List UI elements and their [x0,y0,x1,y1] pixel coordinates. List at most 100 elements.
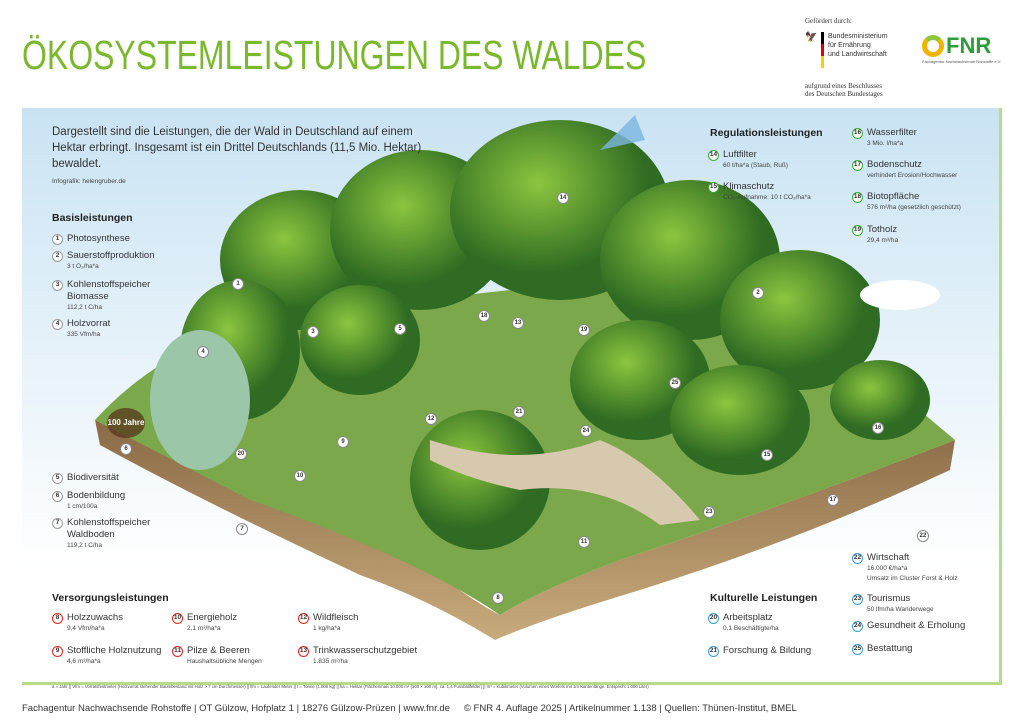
footer-address: Fachagentur Nachwachsende Rohstoffe | OT… [22,703,450,714]
bmel-logo: 🦅 Bundesministerium für Ernährung und La… [805,32,888,68]
item-value: 16.000 €/ha*a [867,565,908,572]
number-badge: 23 [852,594,863,605]
item-label: Energieholz [187,612,238,623]
item-label: Holzzuwachs [67,612,123,623]
number-badge: 11 [172,646,183,657]
number-badge: 12 [298,613,309,624]
item-label: Kohlenstoffspeicher Biomasse [67,279,151,302]
illustration-marker: 19 [578,324,590,336]
item-value: 3 Mio. l/ha*a [867,140,904,147]
illustration-marker: 2 [752,287,764,299]
item-value: 4,6 m³/ha*a [67,658,101,665]
credit: Infografik: helengruber.de [52,178,126,185]
page-title: ÖKOSYSTEMLEISTUNGEN DES WALDES [22,32,647,78]
number-badge: 10 [172,613,183,624]
footer: Fachagentur Nachwachsende Rohstoffe | OT… [22,703,797,714]
illustration-marker: 17 [827,494,839,506]
item-label: Bodenschutz [867,159,922,170]
item-value: 9,4 Vfm/ha*a [67,625,105,632]
item-value: Haushaltsübliche Mengen [187,658,262,665]
item-label: Arbeitsplatz [723,612,773,623]
item-value: 50 lfm/ha Wanderwege [867,606,934,613]
item-label: Wirtschaft [867,552,910,563]
number-badge: 22 [852,553,863,564]
illustration-marker: 4 [197,346,209,358]
illustration-marker: 18 [478,310,490,322]
number-badge: 8 [52,613,63,624]
fnr-subtitle: Fachagentur Nachwachsende Rohstoffe e.V. [922,59,1002,64]
fnr-wordmark: FNR [946,33,992,58]
illustration-marker: 3 [307,326,319,338]
path [430,440,700,525]
item-label: Tourismus [867,593,911,604]
item-value: CO₂-Aufnahme: 10 t CO₂/ha*a [723,194,811,201]
number-badge: 15 [708,182,719,193]
tree-canopy [150,120,930,550]
illustration-marker: 21 [513,406,525,418]
resolution-line: des Deutschen Bundestages [805,90,883,98]
item-label: Stoffliche Holznutzung [67,645,162,656]
legend-item: 23 Tourismus 50 lfm/ha Wanderwege [852,593,934,615]
item-value: 1 cm/100a [67,503,98,510]
eagle-icon: 🦅 [805,32,818,43]
item-value: Umsatz im Cluster Forst & Holz [867,575,958,582]
fnr-ring-icon [922,35,944,57]
illustration-marker: 1 [232,278,244,290]
cloud [860,280,940,310]
versorgung-heading: Versorgungsleistungen [52,592,169,604]
number-badge: 4 [52,319,63,330]
number-badge: 13 [298,646,309,657]
item-label: Wildfleisch [313,612,359,623]
flag-stripe [821,32,824,68]
number-badge: 17 [852,160,863,171]
item-label: Biodiversität [67,472,119,483]
item-value: 112,2 t C/ha [67,304,102,311]
number-badge: 24 [852,621,863,632]
number-badge: 20 [708,613,719,624]
number-badge: 2 [52,251,63,262]
number-badge: 16 [852,128,863,139]
illustration-marker: 11 [578,536,590,548]
item-label: Luftfilter [723,149,757,160]
item-label: Klimaschutz [723,181,775,192]
number-badge: 18 [852,192,863,203]
item-label: Wasserfilter [867,127,917,138]
resolution-text: aufgrund eines Beschlusses des Deutschen… [805,82,883,98]
illustration-marker: 12 [425,413,437,425]
item-label: Pilze & Beeren [187,645,250,656]
air-arrow [600,115,645,150]
number-badge: 3 [52,280,63,291]
number-badge: 6 [52,491,63,502]
item-value: 29,4 m³/ha [867,237,899,244]
intro-block: Dargestellt sind die Leistungen, die der… [52,124,432,185]
ministry-line: für Ernährung [828,42,871,49]
item-label: Sauerstoffproduktion [67,250,155,261]
legend-item: 16 Wasserfilter 3 Mio. l/ha*a [852,127,917,149]
item-value: 119,2 t C/ha [67,542,102,549]
illustration-marker: 13 [512,317,524,329]
unit-footnote: a = Jahr || Vfm = Vorratsfestmeter (Holz… [52,684,649,689]
item-value: 576 m²/ha (gesetzlich geschützt) [867,204,961,211]
item-label: Gesundheit & Erholung [867,620,966,631]
intro-text: Dargestellt sind die Leistungen, die der… [52,126,422,170]
illustration-marker: 6 [120,443,132,455]
illustration-marker: 22 [917,530,929,542]
item-label: Photosynthese [67,233,130,244]
illustration-marker: 7 [236,523,248,535]
fnr-logo: FNR Fachagentur Nachwachsende Rohstoffe … [922,33,1001,64]
number-badge: 7 [52,518,63,529]
